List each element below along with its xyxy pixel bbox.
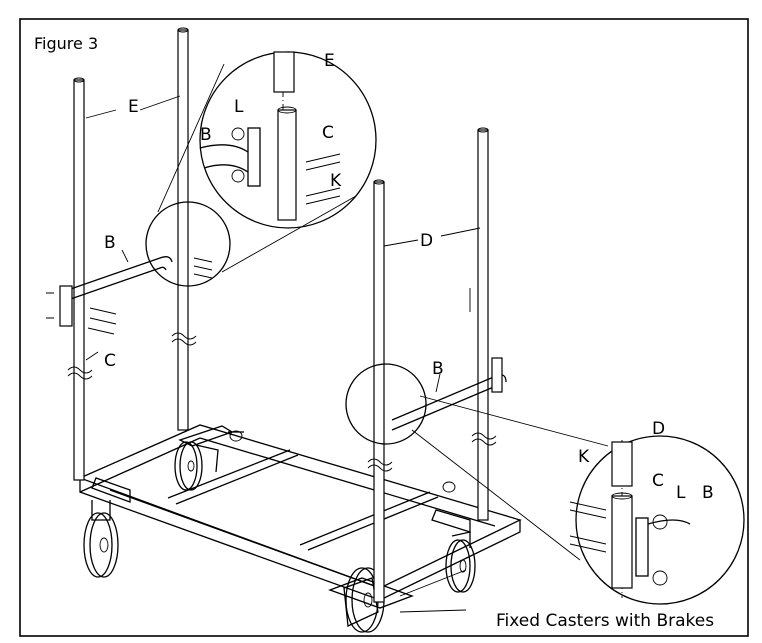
zoom-circle-lower (345, 363, 745, 605)
zoom2-label-l: L (676, 483, 686, 503)
zoom1-label-b: B (200, 125, 212, 145)
upright-poles (67, 27, 497, 603)
zoom2-label-b: B (702, 483, 714, 503)
label-e-left: E (128, 97, 139, 117)
label-b-left: B (104, 233, 116, 253)
leader-lines (85, 95, 481, 613)
zoom1-label-l: L (234, 97, 244, 117)
caster-wheels (83, 441, 476, 633)
zoom-circle-upper (145, 51, 377, 287)
zoom1-label-k: K (330, 171, 342, 191)
zoom2-label-c: C (652, 471, 664, 491)
label-b-right: B (432, 359, 444, 379)
zoom1-label-c: C (322, 123, 334, 143)
label-c-left: C (104, 351, 116, 371)
zoom1-label-e: E (324, 51, 335, 71)
left-screws (46, 257, 213, 335)
zoom2-label-k: K (578, 447, 590, 467)
side-bars (59, 256, 507, 431)
zoom2-label-d: D (652, 419, 665, 439)
casters-caption: Fixed Casters with Brakes (496, 611, 714, 631)
cart-frame (78, 424, 522, 609)
figure-title: Figure 3 (34, 34, 98, 53)
label-d-right: D (420, 231, 433, 251)
figure-frame (19, 18, 749, 637)
